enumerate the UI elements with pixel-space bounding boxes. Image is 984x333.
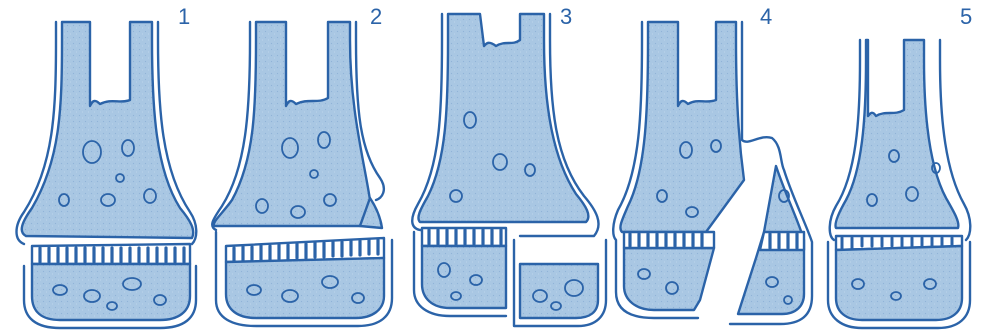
panel-3-number: 3: [560, 4, 572, 29]
panel-5-number: 5: [960, 4, 972, 29]
panel-1-type-i: [17, 22, 197, 328]
panel-3-metaphysis: [418, 14, 588, 222]
panel-2-metaphysis: [214, 22, 370, 226]
panel-2-epiphysis: [226, 258, 384, 318]
panel-5-type-v: [828, 40, 970, 328]
panel-2-number: 2: [370, 4, 382, 29]
panel-4-type-iv: [613, 22, 812, 324]
panel-1-number: 1: [178, 4, 190, 29]
panel-3-type-iii: [412, 14, 606, 326]
panel-4-number: 4: [760, 4, 772, 29]
panel-5-epiphysis: [836, 246, 962, 320]
panel-2-type-ii: [212, 22, 392, 326]
panel-3-epiphysis-left: [422, 246, 506, 308]
panel-1-epiphysis: [32, 264, 190, 320]
panel-4-main-epiphysis: [624, 248, 714, 310]
